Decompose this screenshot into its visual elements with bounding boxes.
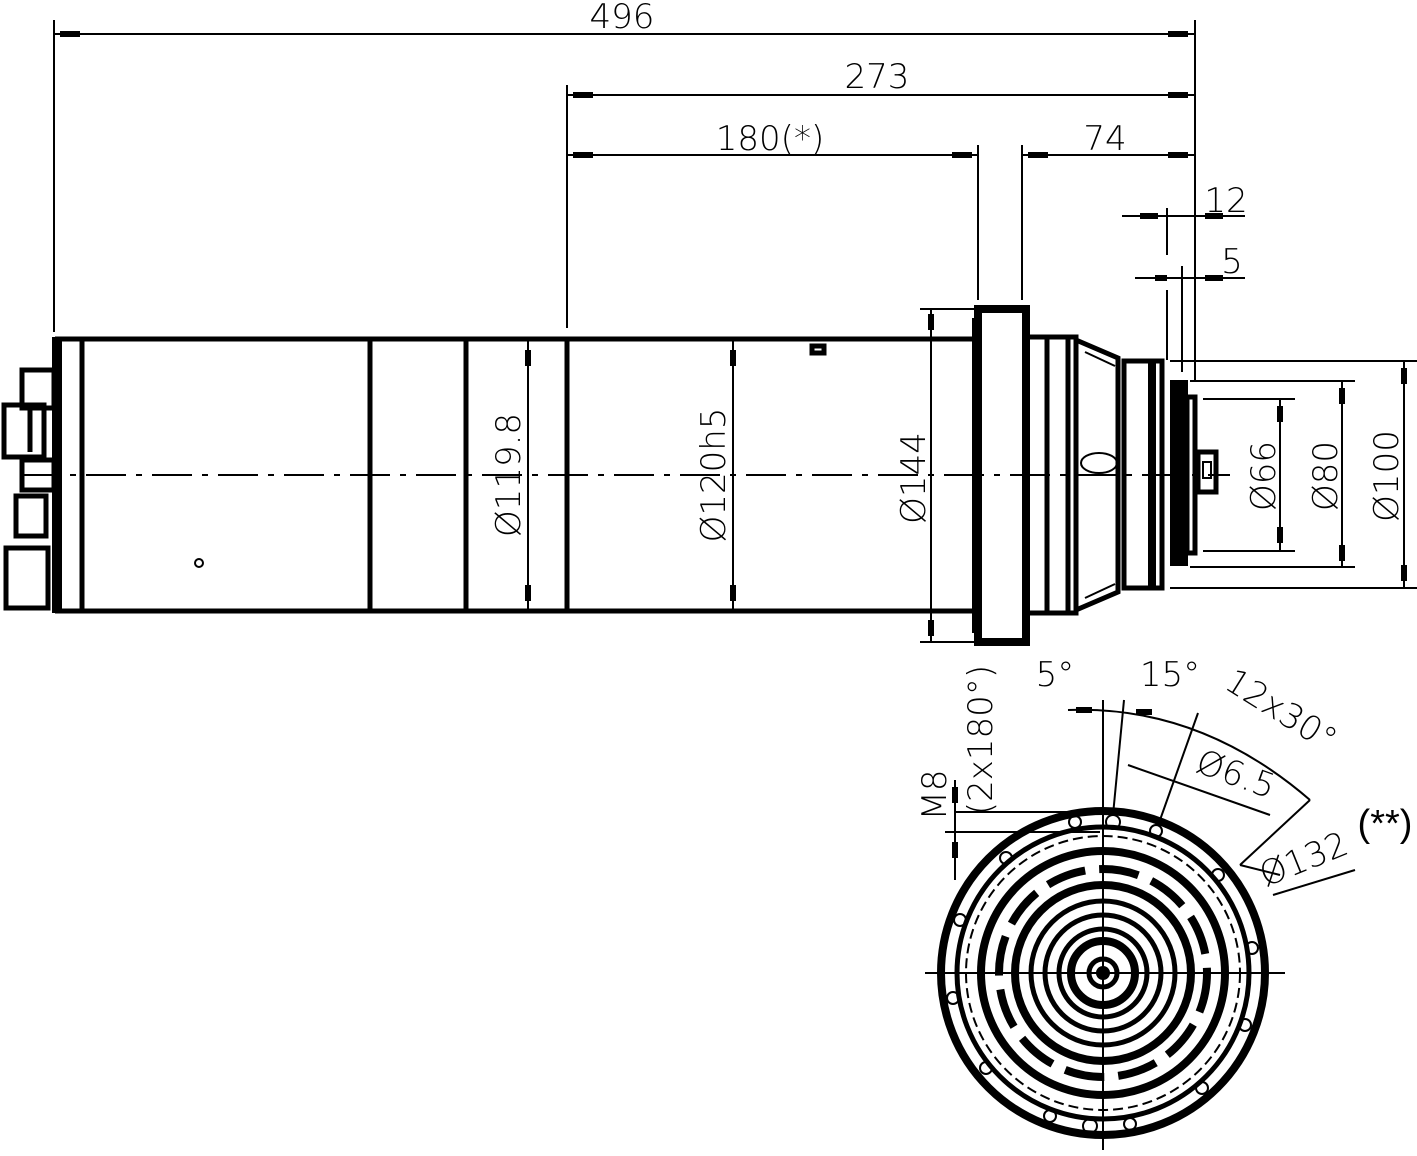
dim-body-fit-diameter: Ø120h5 xyxy=(694,408,734,543)
dim-thread-pattern: (2x180°) xyxy=(961,665,1001,815)
bolt-holes xyxy=(946,814,1259,1134)
angle-dimensions xyxy=(945,699,1356,896)
dim-overall-length: 496 xyxy=(590,0,655,37)
extension-lines xyxy=(53,20,1417,643)
dim-hole-diameter: Ø6.5 xyxy=(1191,742,1281,807)
dim-front-section: 273 xyxy=(845,57,910,97)
dim-flange-diameter: Ø144 xyxy=(894,432,934,524)
dim-shaft-mid-diameter: Ø80 xyxy=(1306,441,1346,511)
dim-shaft-step-12: 12 xyxy=(1204,181,1247,221)
dim-shaft-inner-diameter: Ø66 xyxy=(1244,441,1284,511)
dim-thread: M8 xyxy=(915,770,955,821)
dim-mounting-body: 180(*) xyxy=(716,119,824,159)
dim-hole-pattern: 12x30° xyxy=(1218,661,1344,760)
diameter-dimensions xyxy=(525,310,1407,641)
dim-angle-15: 15° xyxy=(1140,655,1200,695)
dim-body-rear-diameter: Ø119.8 xyxy=(489,413,529,537)
side-view: 496 273 180(*) 74 12 5 Ø119.8 Ø120h5 Ø14… xyxy=(1,0,1417,646)
front-view: 5° 15° 12x30° Ø6.5 Ø132 M8 (2x180°) (**) xyxy=(915,655,1412,1150)
dim-angle-5: 5° xyxy=(1036,655,1075,695)
front-nose xyxy=(1023,334,1219,616)
dim-nose-outer-diameter: Ø100 xyxy=(1367,430,1407,522)
length-dimensions xyxy=(54,31,1245,281)
dim-nose: 74 xyxy=(1083,119,1126,159)
note-marker: (**) xyxy=(1358,803,1413,845)
dim-shaft-step-5: 5 xyxy=(1221,242,1243,282)
